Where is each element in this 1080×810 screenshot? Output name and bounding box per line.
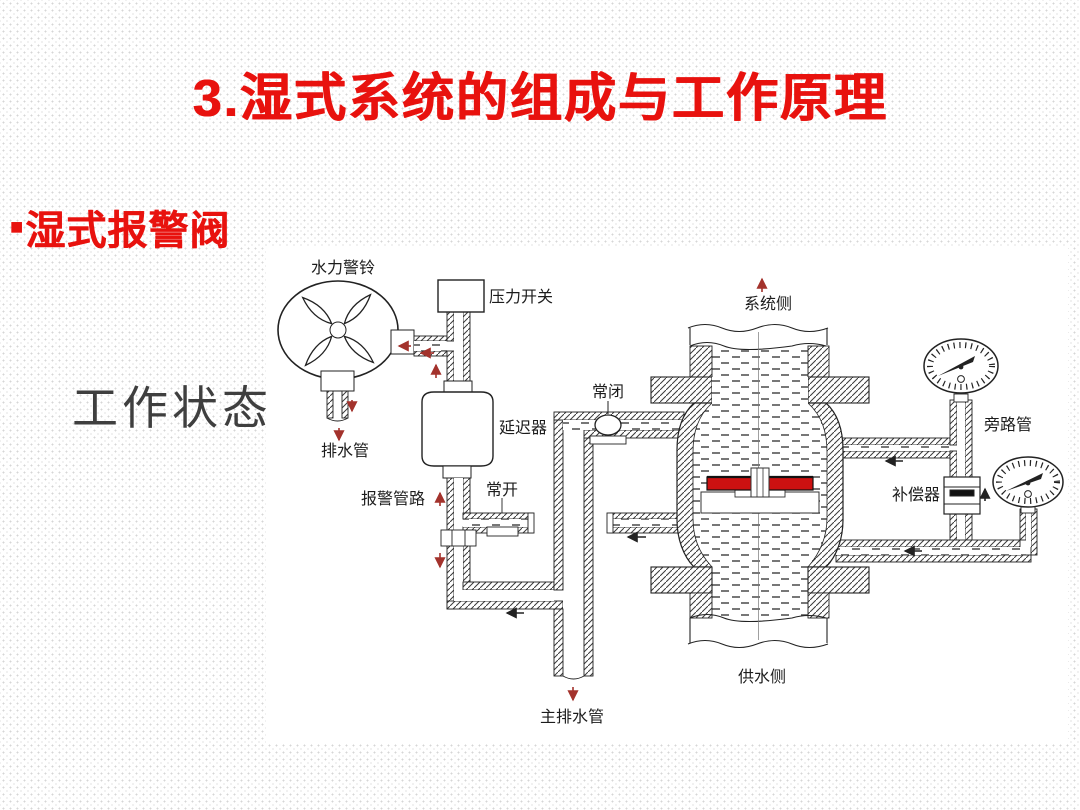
retard-chamber xyxy=(421,380,494,479)
diagram-labels: 水力警铃 压力开关 排水管 延迟器 报警管路 常开 常闭 系统侧 旁路管 补偿器… xyxy=(311,259,1032,726)
diagram-panel xyxy=(266,246,1068,744)
bullet-heading: ■ 湿式报警阀 xyxy=(10,198,230,256)
bullet-label: 湿式报警阀 xyxy=(25,209,231,253)
working-state-label: 工作状态 xyxy=(72,382,272,434)
ball-valve-normally-closed xyxy=(589,401,627,445)
pressure-switch xyxy=(437,279,485,383)
water-motor-alarm-bell xyxy=(277,280,415,380)
label-normally-closed: 常闭 xyxy=(592,383,624,401)
alarm-piping xyxy=(440,477,564,610)
label-drain-pipe: 排水管 xyxy=(321,442,369,460)
label-compensator: 补偿器 xyxy=(892,486,940,504)
label-pressure-switch: 压力开关 xyxy=(489,288,553,306)
label-bypass-pipe: 旁路管 xyxy=(984,416,1032,434)
label-supply-side: 供水侧 xyxy=(738,668,786,686)
label-water-motor-alarm: 水力警铃 xyxy=(311,259,375,277)
slide-title: 3.湿式系统的组成与工作原理 xyxy=(192,70,888,128)
pressure-gauge-top xyxy=(923,338,999,403)
label-main-drain-pipe: 主排水管 xyxy=(540,708,604,726)
flow-arrows xyxy=(333,277,991,702)
bell-drain-spout xyxy=(320,370,355,422)
valve-seat-and-disc xyxy=(700,467,820,514)
label-alarm-piping: 报警管路 xyxy=(361,490,425,508)
bullet-square-icon: ■ xyxy=(10,214,24,239)
label-retard-chamber: 延迟器 xyxy=(499,419,547,437)
label-system-side: 系统侧 xyxy=(744,295,792,313)
compensator xyxy=(943,476,981,515)
pressure-gauge-bottom xyxy=(992,456,1064,514)
label-normally-open: 常开 xyxy=(486,481,518,499)
main-drain-pipe xyxy=(553,411,685,680)
